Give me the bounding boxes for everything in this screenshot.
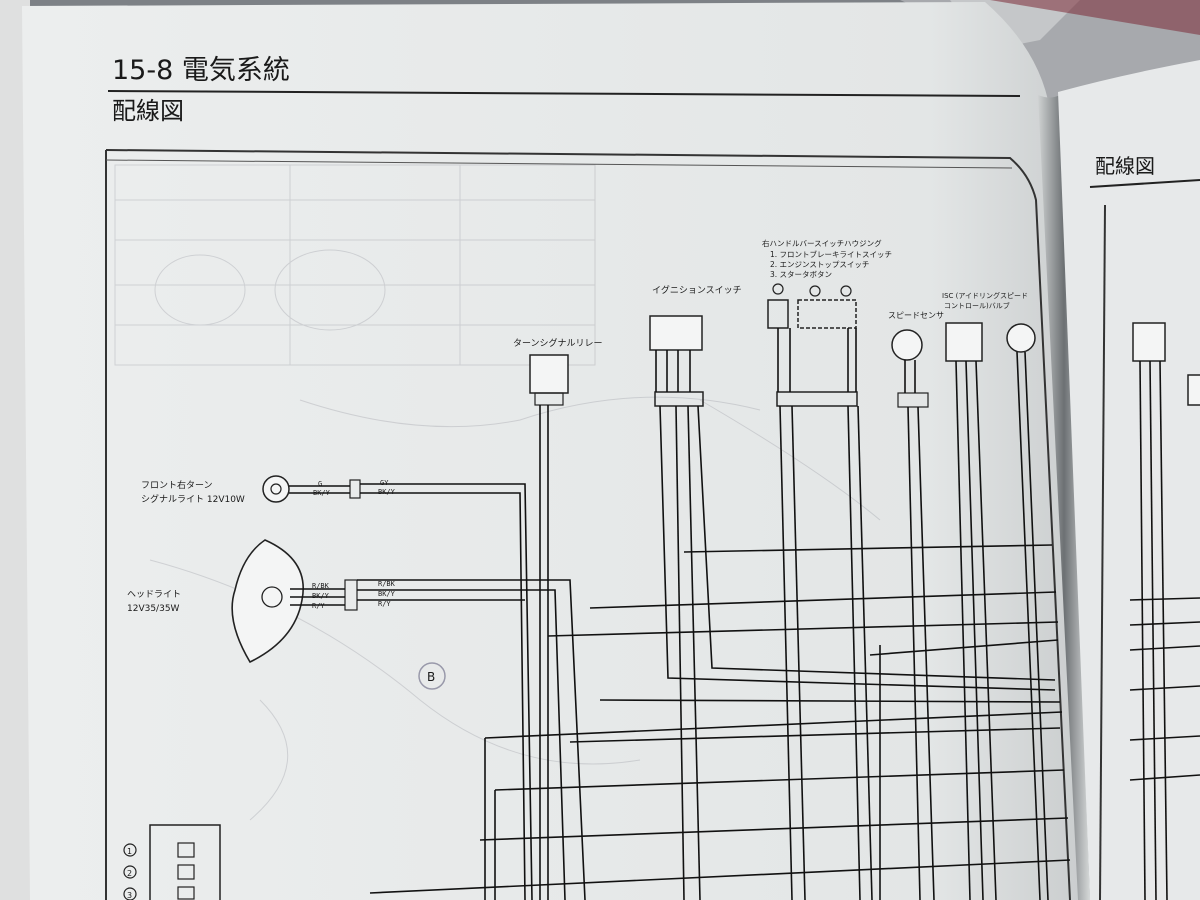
wire-label-rbk: R/BK <box>312 582 330 590</box>
section-title: 15-8 電気系統 <box>112 55 290 86</box>
headlight-bulb <box>261 586 283 608</box>
page-subtitle: 配線図 <box>112 97 184 125</box>
wire-label-ry-2: R/Y <box>378 600 391 608</box>
circled-letter: B <box>427 670 435 684</box>
marker-2-number: 2 <box>127 869 132 878</box>
front-turn-signal-bulb-core <box>270 483 282 495</box>
isc-label-2: コントロール)バルブ <box>944 301 1010 310</box>
red-object <box>990 0 1200 35</box>
handlebar-switch-item-1: 1. フロントブレーキライトスイッチ <box>770 249 892 259</box>
turn-relay-connector <box>534 392 564 406</box>
handlebar-switch-marker-1 <box>772 283 784 295</box>
isc-label-1: ISC (アイドリングスピード <box>942 291 1028 300</box>
marker-2 <box>123 865 137 879</box>
diagram-frame-inner <box>105 159 1013 169</box>
ignition-switch-label: イグニションスイッチ <box>652 284 742 296</box>
headlight-label-1: ヘッドライト <box>127 589 181 600</box>
turn-connector <box>349 479 361 499</box>
speed-sensor-label: スピードセンサ <box>888 311 944 320</box>
headlight-housing <box>231 539 304 664</box>
speed-sensor <box>891 329 923 361</box>
lower-left-switch-block <box>149 824 221 900</box>
handlebar-switch-title: 右ハンドルバースイッチハウジング <box>762 238 882 248</box>
turn-relay-label: ターンシグナルリレー <box>513 337 603 349</box>
ignition-connector <box>654 391 704 407</box>
wire-label-rbk-2: R/BK <box>378 580 396 588</box>
wire-label-bky-4: BK/Y <box>378 590 396 598</box>
marker-3-number: 3 <box>127 891 132 900</box>
marker-3 <box>123 887 137 900</box>
wire-label-ry: R/Y <box>312 602 325 610</box>
right-page-sensor-box <box>1132 322 1166 362</box>
book-gutter <box>1038 95 1090 900</box>
marker-1 <box>123 843 137 857</box>
headlight-label-2: 12V35/35W <box>127 604 180 614</box>
diagram-frame <box>105 149 1071 900</box>
handlebar-switch-marker-3 <box>840 285 852 297</box>
wiring-harness <box>289 328 1071 900</box>
left-page <box>22 2 1090 900</box>
handlebar-connector <box>776 391 858 407</box>
lower-left-switch-contacts <box>177 842 195 900</box>
wire-label-bky-2: BK/Y <box>378 488 396 496</box>
wire-label-g: G <box>318 480 322 488</box>
right-page-subtitle: 配線図 <box>1095 154 1155 178</box>
right-page-sensor-box-2 <box>1187 374 1200 406</box>
isc-valve <box>945 322 983 362</box>
wire-label-bky-3: BK/Y <box>312 592 330 600</box>
marker-1-number: 1 <box>127 847 132 856</box>
circled-letter-marker <box>418 662 446 690</box>
ignition-switch <box>649 315 703 351</box>
stop-starter-switch <box>797 299 857 329</box>
speed-sensor-connector <box>897 392 929 408</box>
front-turn-label-1: フロント右ターン <box>141 479 213 491</box>
right-page-frame <box>1099 204 1106 900</box>
title-rule <box>107 90 1021 97</box>
front-turn-signal-bulb <box>262 475 290 503</box>
headlight-connector <box>344 579 358 611</box>
round-sensor <box>1006 323 1036 353</box>
handlebar-switch-item-2: 2. エンジンストップスイッチ <box>770 260 869 269</box>
handlebar-switch-item-3: 3. スタータボタン <box>770 270 832 279</box>
front-turn-label-2: シグナルライト 12V10W <box>141 493 245 505</box>
handlebar-switch-marker-2 <box>809 285 821 297</box>
wire-label-gy: GY <box>380 479 389 487</box>
right-page-wiring <box>1129 360 1200 900</box>
turn-relay <box>529 354 569 394</box>
right-page-rule <box>1089 179 1200 188</box>
